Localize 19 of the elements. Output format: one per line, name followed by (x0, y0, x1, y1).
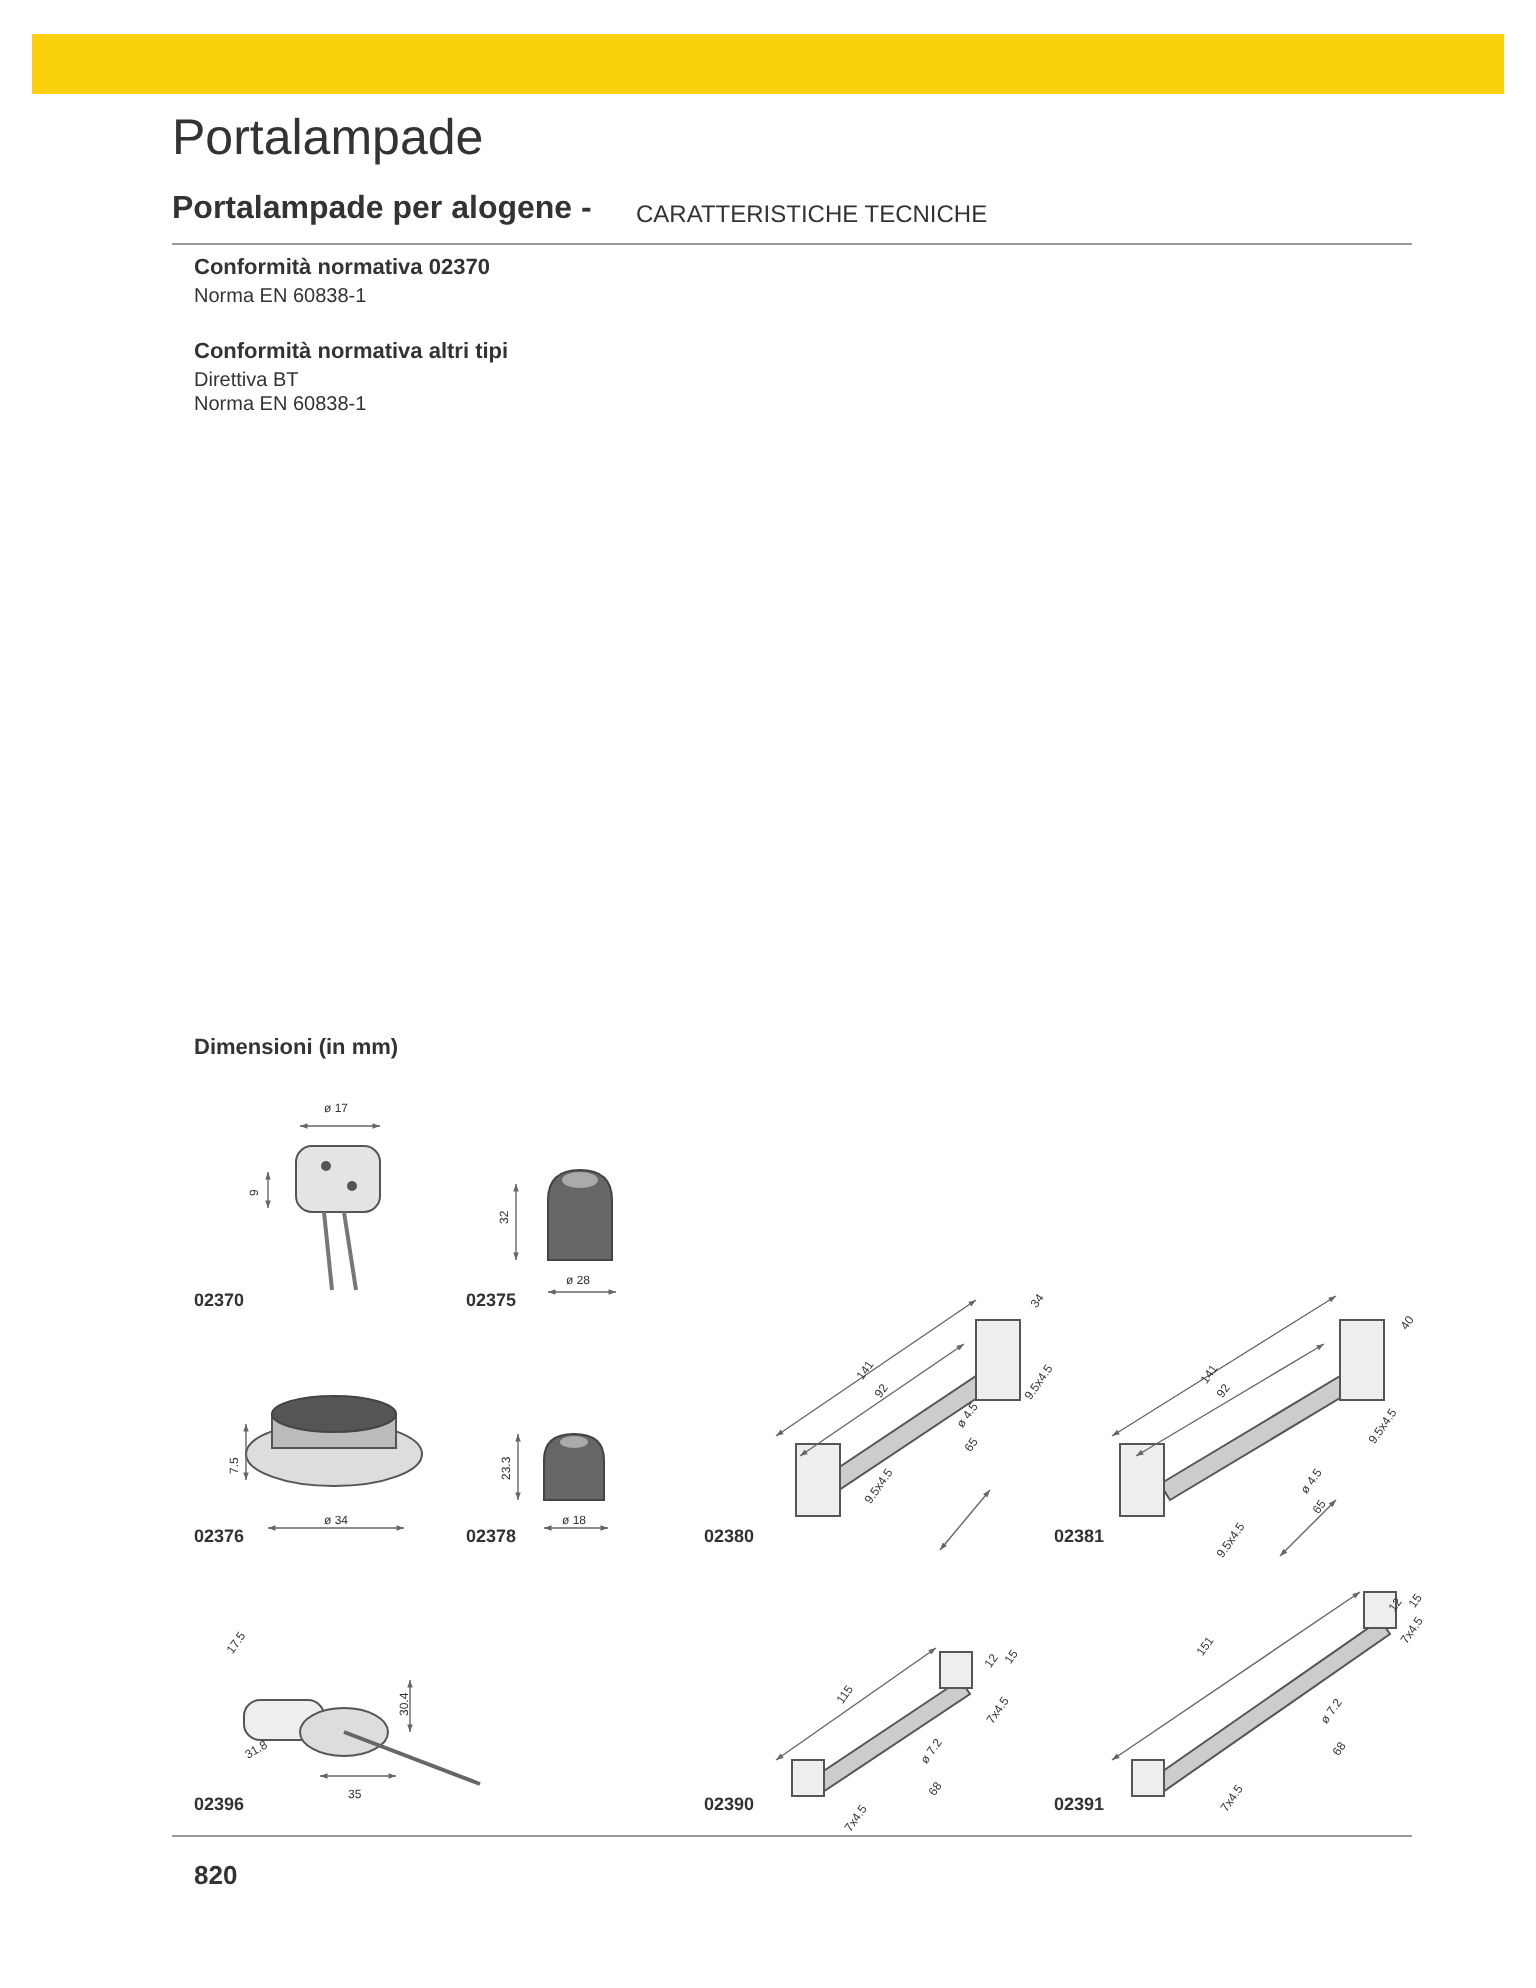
page-number: 820 (194, 1860, 238, 1890)
product-code: 02396 (194, 1794, 245, 1814)
product-code: 02375 (466, 1290, 517, 1310)
section-heading: Conformità normativa altri tipi (194, 340, 509, 364)
product-code: 02378 (466, 1526, 517, 1546)
spec-text: Norma EN 60838-1 (194, 286, 367, 308)
product-code: 02376 (194, 1526, 245, 1546)
spec-text: Norma EN 60838-1 (194, 394, 367, 416)
section-heading: Dimensioni (in mm) (194, 1036, 399, 1060)
page-title: Portalampade (172, 110, 484, 168)
product-code: 02391 (1054, 1794, 1105, 1814)
spec-text: Direttiva BT (194, 370, 299, 392)
product-code: 02390 (704, 1794, 755, 1814)
page-subtitle: CARATTERISTICHE TECNICHE (636, 200, 988, 228)
page-subtitle: Portalampade per alogene - (172, 192, 592, 228)
product-code: 02381 (1054, 1526, 1105, 1546)
product-code: 02380 (704, 1526, 755, 1546)
section-heading: Conformità normativa 02370 (194, 256, 490, 280)
product-code: 02370 (194, 1290, 245, 1310)
